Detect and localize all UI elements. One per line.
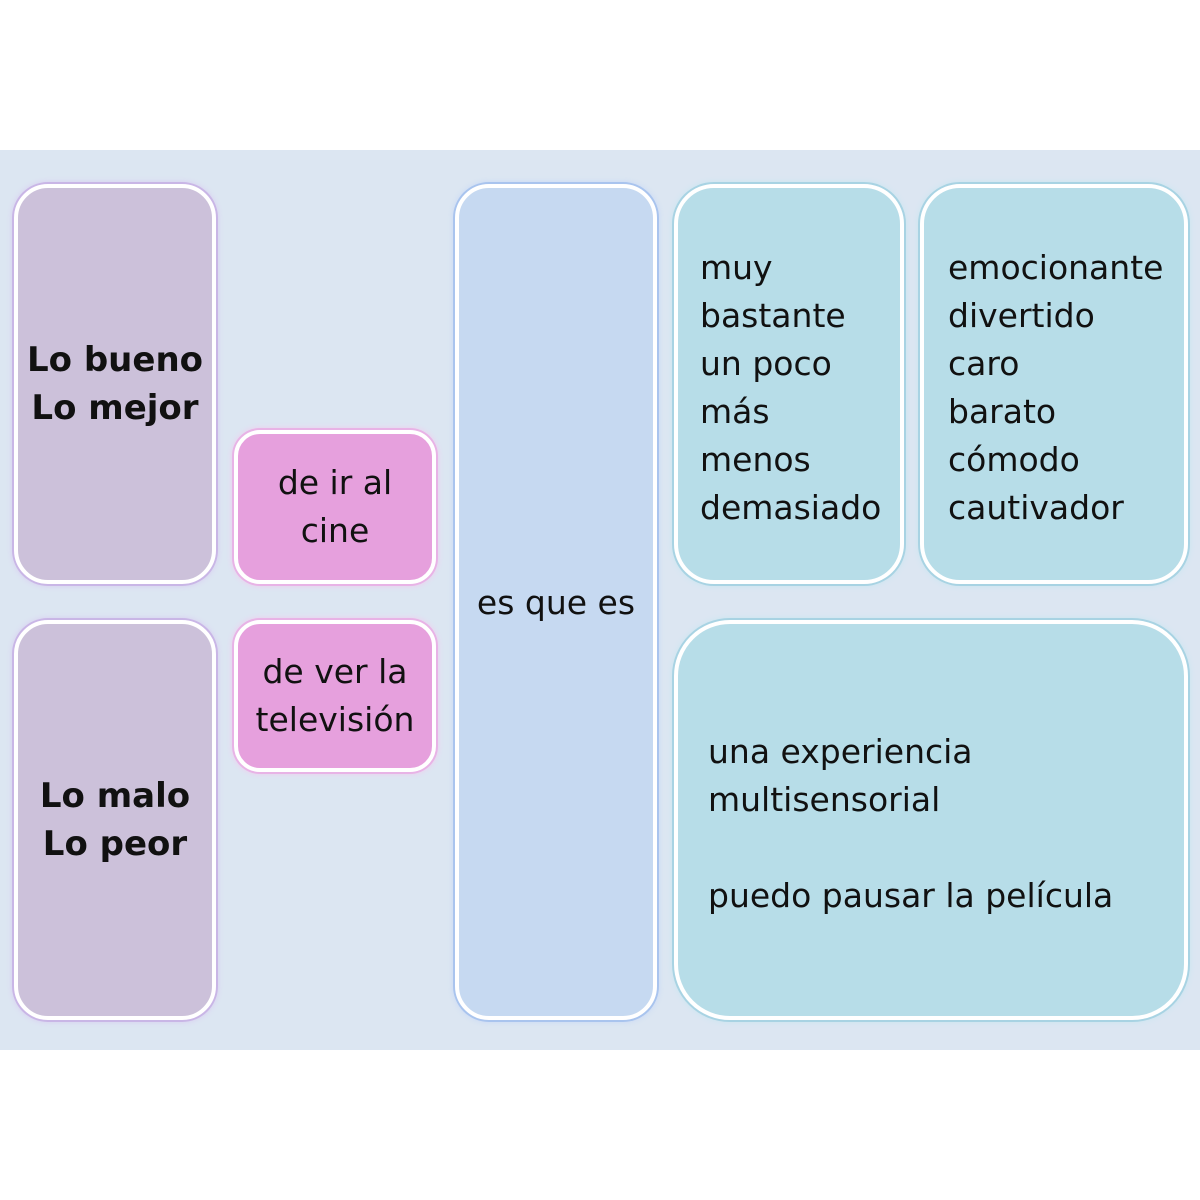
adjective-item: cautivador (948, 488, 1124, 527)
intensifiers-box: muy bastante un poco más menos demasiado (674, 184, 904, 584)
subject-bad-line-1: Lo malo (39, 776, 191, 816)
activity-tv-line-1: de ver la (262, 652, 408, 691)
subject-good-line-2: Lo mejor (31, 388, 199, 428)
subject-bad-box: Lo malo Lo peor (14, 620, 216, 1020)
subject-good-line-1: Lo bueno (26, 340, 204, 380)
phrases-list: una experiencia multisensorial puedo pau… (708, 728, 1113, 920)
subject-bad-line-2: Lo peor (42, 824, 188, 864)
connector-box: es que es (455, 184, 657, 1020)
activity-tv-box: de ver la televisión (234, 620, 436, 772)
intensifier-item: muy (700, 248, 773, 287)
phrase-line: multisensorial (708, 780, 941, 819)
activity-cinema-line-1: de ir al (277, 463, 393, 502)
subject-good-text: Lo bueno Lo mejor (27, 336, 203, 432)
phrases-box: una experiencia multisensorial puedo pau… (674, 620, 1188, 1020)
subject-good-box: Lo bueno Lo mejor (14, 184, 216, 584)
intensifier-item: más (700, 392, 770, 431)
adjective-item: divertido (948, 296, 1095, 335)
phrase-line: una experiencia (708, 732, 973, 771)
intensifier-item: menos (700, 440, 811, 479)
adjectives-list: emocionante divertido caro barato cómodo… (948, 244, 1163, 532)
activity-tv-line-2: televisión (255, 700, 415, 739)
activity-cinema-line-2: cine (300, 511, 370, 550)
activity-tv-text: de ver la televisión (256, 648, 415, 744)
adjective-item: barato (948, 392, 1057, 431)
intensifier-item: bastante (700, 296, 846, 335)
connector-text: es que es (476, 582, 636, 622)
subject-bad-text: Lo malo Lo peor (40, 772, 190, 868)
activity-cinema-box: de ir al cine (234, 430, 436, 584)
intensifier-item: demasiado (700, 488, 882, 527)
intensifier-item: un poco (700, 344, 832, 383)
slide-background: Lo bueno Lo mejor Lo malo Lo peor de ir … (0, 150, 1200, 1050)
adjective-item: emocionante (948, 248, 1164, 287)
adjective-item: caro (948, 344, 1020, 383)
adjective-item: cómodo (948, 440, 1080, 479)
phrase-line: puedo pausar la película (708, 876, 1114, 915)
activity-cinema-text: de ir al cine (278, 459, 392, 555)
intensifiers-list: muy bastante un poco más menos demasiado (700, 244, 881, 532)
adjectives-box: emocionante divertido caro barato cómodo… (920, 184, 1188, 584)
